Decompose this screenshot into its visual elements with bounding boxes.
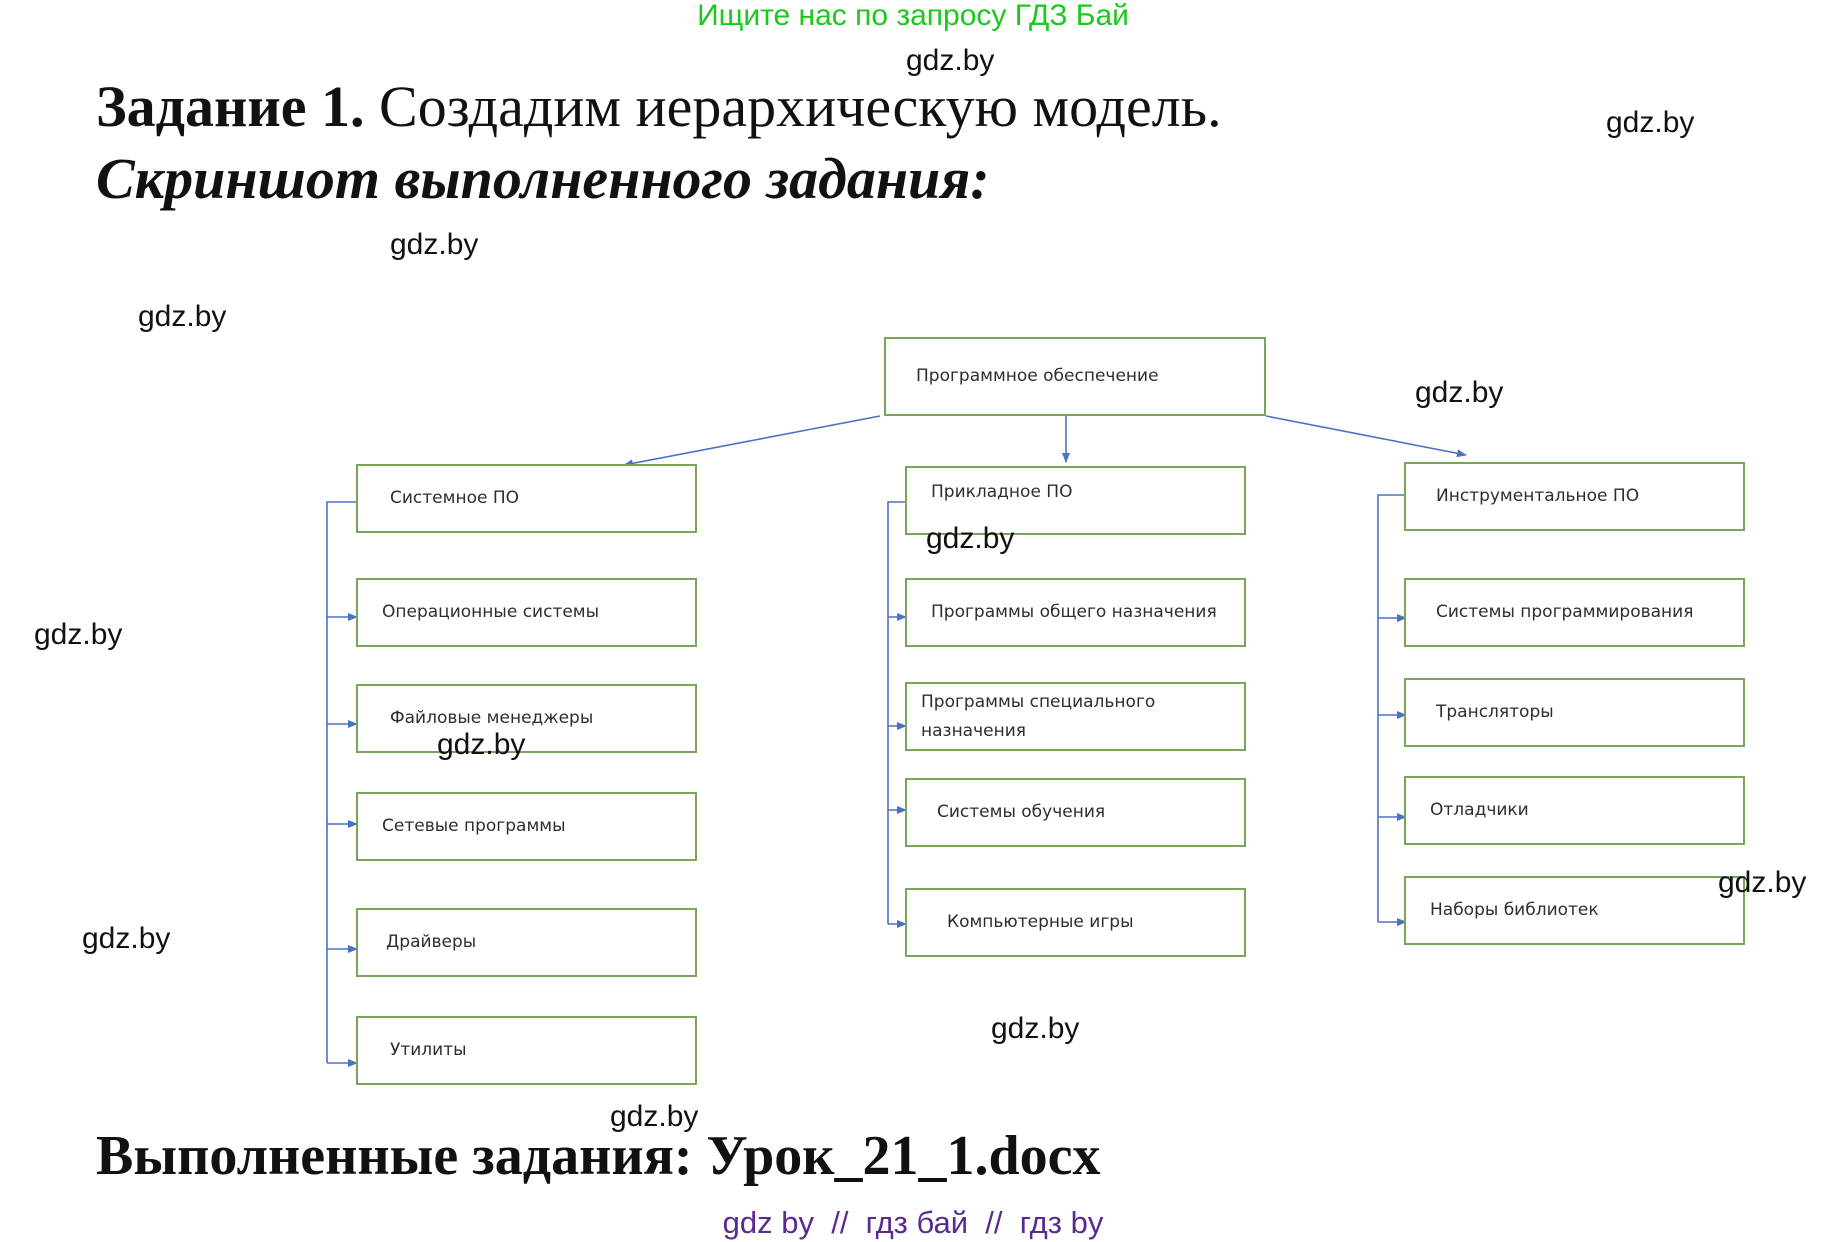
task-text: Создадим иерархическую модель. [379, 74, 1222, 139]
root-node: Программное обеспечение [884, 337, 1266, 416]
root-to-system-arrow [623, 415, 881, 468]
watermark: gdz.by [82, 922, 171, 955]
watermark: gdz.by [1606, 106, 1695, 139]
applied-item-2-label: Программы специального назначения [921, 691, 1156, 741]
tools-branch-node: Инструментальное ПО [1404, 462, 1745, 531]
tools-item-1: Системы программирования [1404, 578, 1745, 647]
applied-item-2: Программы специального назначения [905, 682, 1246, 751]
tools-branch-label: Инструментальное ПО [1436, 486, 1640, 506]
applied-trunk [887, 501, 906, 924]
tools-item-3-label: Отладчики [1430, 800, 1529, 820]
applied-item-1: Программы общего назначения [905, 578, 1246, 647]
applied-item-4: Компьютерные игры [905, 888, 1246, 957]
system-item-1: Операционные системы [356, 578, 697, 647]
tools-item-2: Трансляторы [1404, 678, 1745, 747]
applied-item-3: Системы обучения [905, 778, 1246, 847]
system-item-3-label: Сетевые программы [382, 816, 566, 836]
tools-item-3: Отладчики [1404, 776, 1745, 845]
tools-item-4-label: Наборы библиотек [1430, 900, 1599, 920]
watermark: gdz.by [1718, 866, 1807, 899]
applied-branch-node: Прикладное ПО [905, 466, 1246, 535]
watermark: gdz.by [610, 1100, 699, 1133]
watermark: gdz.by [437, 728, 526, 761]
tools-item-4: Наборы библиотек [1404, 876, 1745, 945]
watermark: gdz.by [991, 1012, 1080, 1045]
watermark: gdz.by [138, 300, 227, 333]
system-item-2: Файловые менеджеры [356, 684, 697, 753]
system-item-4: Драйверы [356, 908, 697, 977]
watermark: gdz.by [34, 618, 123, 651]
top-banner: Ищите нас по запросу ГДЗ Бай [697, 0, 1129, 32]
screenshot-heading: Скриншот выполненного задания: [96, 146, 990, 211]
system-trunk [326, 501, 357, 1063]
tools-trunk [1377, 494, 1406, 922]
system-item-2-label: Файловые менеджеры [390, 708, 594, 728]
watermark: gdz.by [906, 44, 995, 77]
applied-item-1-label: Программы общего назначения [931, 602, 1217, 622]
footer-links: gdz by // гдз бай // гдз by [722, 1205, 1104, 1240]
root-to-tools-arrow [1265, 415, 1467, 458]
system-item-3: Сетевые программы [356, 792, 697, 861]
watermark: gdz.by [390, 228, 479, 261]
tools-item-1-label: Системы программирования [1436, 602, 1694, 622]
watermark: gdz.by [1415, 376, 1504, 409]
system-item-1-label: Операционные системы [382, 602, 600, 622]
root-label: Программное обеспечение [916, 366, 1159, 386]
system-branch-node: Системное ПО [356, 464, 697, 533]
applied-item-3-label: Системы обучения [937, 802, 1106, 822]
applied-item-4-label: Компьютерные игры [947, 912, 1134, 932]
system-branch-label: Системное ПО [390, 488, 519, 508]
system-item-5: Утилиты [356, 1016, 697, 1085]
watermark: gdz.by [926, 522, 1015, 555]
applied-branch-label: Прикладное ПО [931, 482, 1073, 502]
tools-item-2-label: Трансляторы [1436, 702, 1554, 722]
task-number: Задание 1. [96, 74, 365, 139]
task-heading: Задание 1. Создадим иерархическую модель… [96, 74, 1222, 140]
system-item-4-label: Драйверы [386, 932, 477, 952]
system-item-5-label: Утилиты [390, 1040, 467, 1060]
completed-tasks-line: Выполненные задания: Урок_21_1.docx [96, 1125, 1101, 1187]
